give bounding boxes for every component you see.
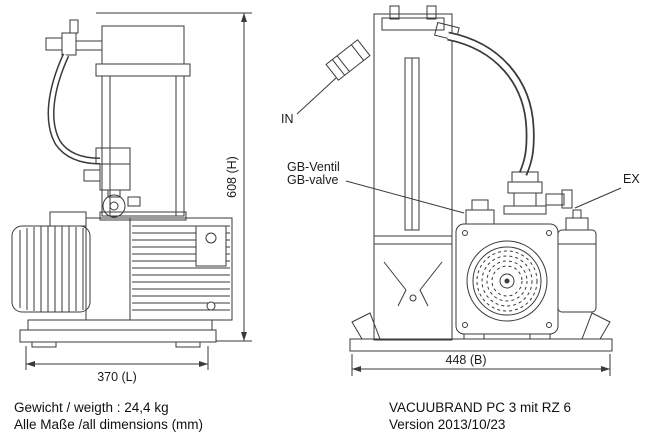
exhaust-filter	[557, 209, 597, 313]
gb-valve-leader	[345, 180, 465, 214]
motor	[11, 211, 91, 313]
inlet-hose-assembly	[45, 19, 103, 165]
left-view	[11, 12, 252, 370]
valve-block	[83, 147, 141, 218]
gb-ventil-label: GB-Ventil	[287, 160, 340, 174]
footer-dimensions-note: Alle Maße /all dimensions (mm)	[14, 417, 203, 432]
dim-width-label: 448 (B)	[446, 353, 487, 367]
pump-front	[455, 199, 559, 340]
dim-height-label: 608 (H)	[225, 156, 239, 198]
dimension-length	[25, 346, 209, 370]
right-view	[296, 5, 622, 376]
inlet-port	[296, 39, 371, 115]
dimension-width	[351, 354, 611, 376]
dimension-height	[96, 12, 252, 342]
base-plate-left	[19, 319, 217, 348]
gb-valve-label: GB-valve	[287, 173, 338, 187]
ex-port-label: EX	[623, 172, 640, 186]
footer-product-name: VACUUBRAND PC 3 mit RZ 6	[389, 400, 571, 415]
connection-hose	[434, 21, 539, 183]
footer-weight: Gewicht / weigth : 24,4 kg	[14, 400, 169, 415]
separator-column	[95, 25, 191, 221]
text-layer: 608 (H) 370 (L) 448 (B) IN EX GB-Ventil …	[14, 112, 640, 432]
in-port-label: IN	[281, 112, 294, 126]
valve-assembly	[503, 181, 622, 215]
pump-body	[85, 217, 233, 321]
base-plate-right	[349, 312, 613, 352]
dim-length-label: 370 (L)	[97, 370, 137, 384]
catchpot-column	[373, 5, 453, 341]
footer-version: Version 2013/10/23	[389, 417, 505, 432]
